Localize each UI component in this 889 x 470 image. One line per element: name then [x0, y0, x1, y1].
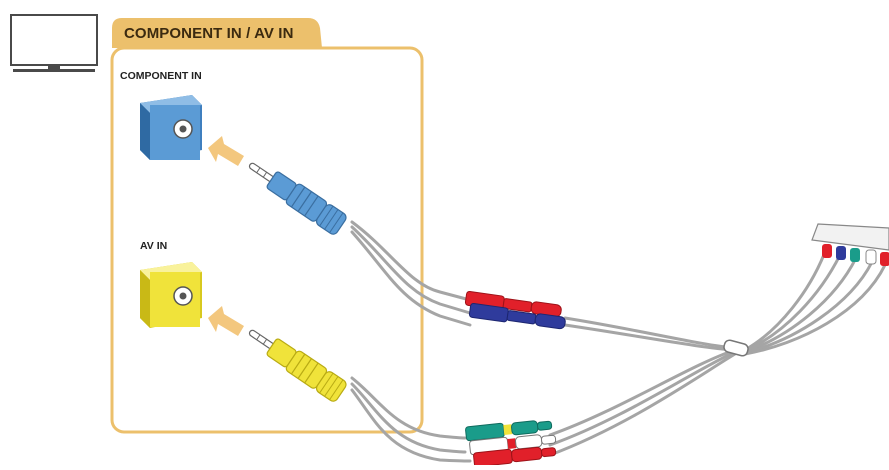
av-rca-connectors	[465, 420, 557, 468]
insert-arrow-icon	[208, 136, 244, 166]
panel-frame	[110, 18, 424, 434]
component-in-label: COMPONENT IN	[120, 70, 202, 82]
component-plug	[248, 162, 347, 235]
cable-wires	[350, 220, 887, 463]
component-rca-connectors	[464, 290, 566, 330]
cable-clip	[723, 339, 749, 357]
source-device-ports	[811, 223, 889, 266]
tv-icon	[10, 14, 98, 72]
insert-arrow-icon	[208, 306, 244, 336]
av-in-label: AV IN	[140, 240, 168, 252]
panel-title: COMPONENT IN / AV IN	[124, 24, 294, 42]
av-in-jack-icon	[140, 262, 202, 328]
av-plug	[248, 329, 347, 402]
component-in-jack-icon	[140, 95, 202, 160]
